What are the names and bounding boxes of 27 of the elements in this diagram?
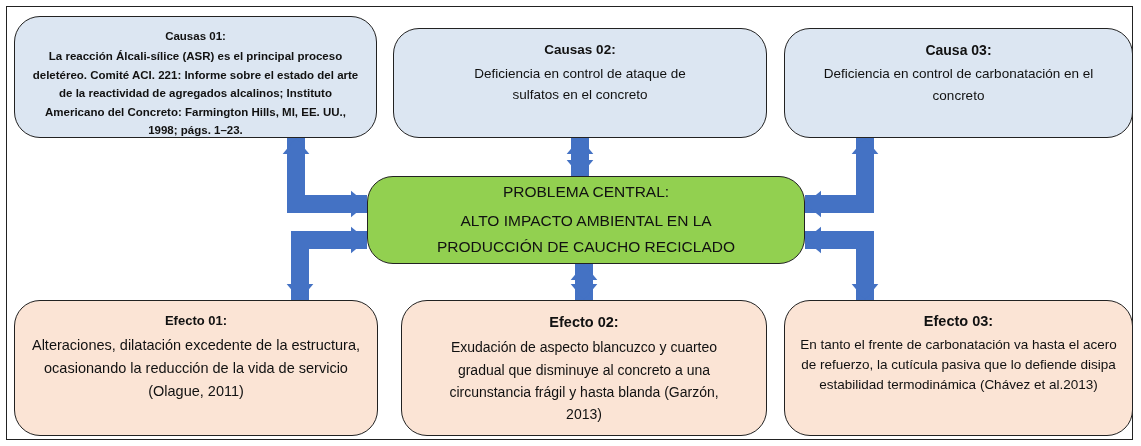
cause-box — [393, 28, 767, 138]
block-arrow — [282, 138, 367, 218]
effect-box — [401, 300, 767, 436]
effect-box — [14, 300, 378, 436]
block-arrow — [805, 226, 879, 300]
box-text: ALTO IMPACTO AMBIENTAL EN LA PRODUCCIÓN DE CAUCHO RECICLADO — [436, 210, 736, 258]
box-text: Alteraciones, dilatación excedente de la estructura, ocasionando la reducción de la vida de servicio (Olague, 2011) — [30, 335, 362, 402]
cause-box — [14, 16, 377, 138]
block-arrow — [570, 264, 598, 300]
box-heading: Efecto 01: — [164, 312, 228, 330]
effect-box — [784, 300, 1133, 436]
box-text: Deficiencia en control de carbonatación en el concreto — [822, 65, 1095, 105]
box-heading: Causas 02: — [544, 41, 616, 59]
block-arrow — [805, 138, 879, 218]
box-text: La reacción Álcali-sílice (ASR) es el principal proceso deletéreo. Comité ACI. 221: Informe sobre el estado del arte de la reactividad de agregados alcalinos; Instituto Americano del Concreto: Farmington Hills, MI, EE. UU., 1998; págs. 1–23. — [31, 49, 360, 138]
box-heading: Efecto 02: — [549, 313, 619, 332]
box-heading: Causas 01: — [165, 29, 226, 44]
box-text: Deficiencia en control de ataque de sulfatos en el concreto — [473, 64, 687, 105]
box-text: En tanto el frente de carbonatación va hasta el acero de refuerzo, la cutícula pasiva que lo defiende disipa estabilidad termodinámica (Chávez et al.2013) — [799, 335, 1118, 395]
box-heading: Efecto 03: — [923, 312, 994, 331]
box-heading: Causa 03: — [925, 41, 992, 60]
box-text: Exudación de aspecto blancuzco y cuarteo gradual que disminuye al concreto a una circunstancia frágil y hasta blanda (Garzón, 2013) — [448, 338, 720, 425]
cause-box — [784, 28, 1133, 138]
box-heading: PROBLEMA CENTRAL: — [502, 182, 670, 203]
block-arrow — [286, 226, 367, 300]
block-arrow — [566, 138, 594, 176]
problem-box — [367, 176, 805, 264]
